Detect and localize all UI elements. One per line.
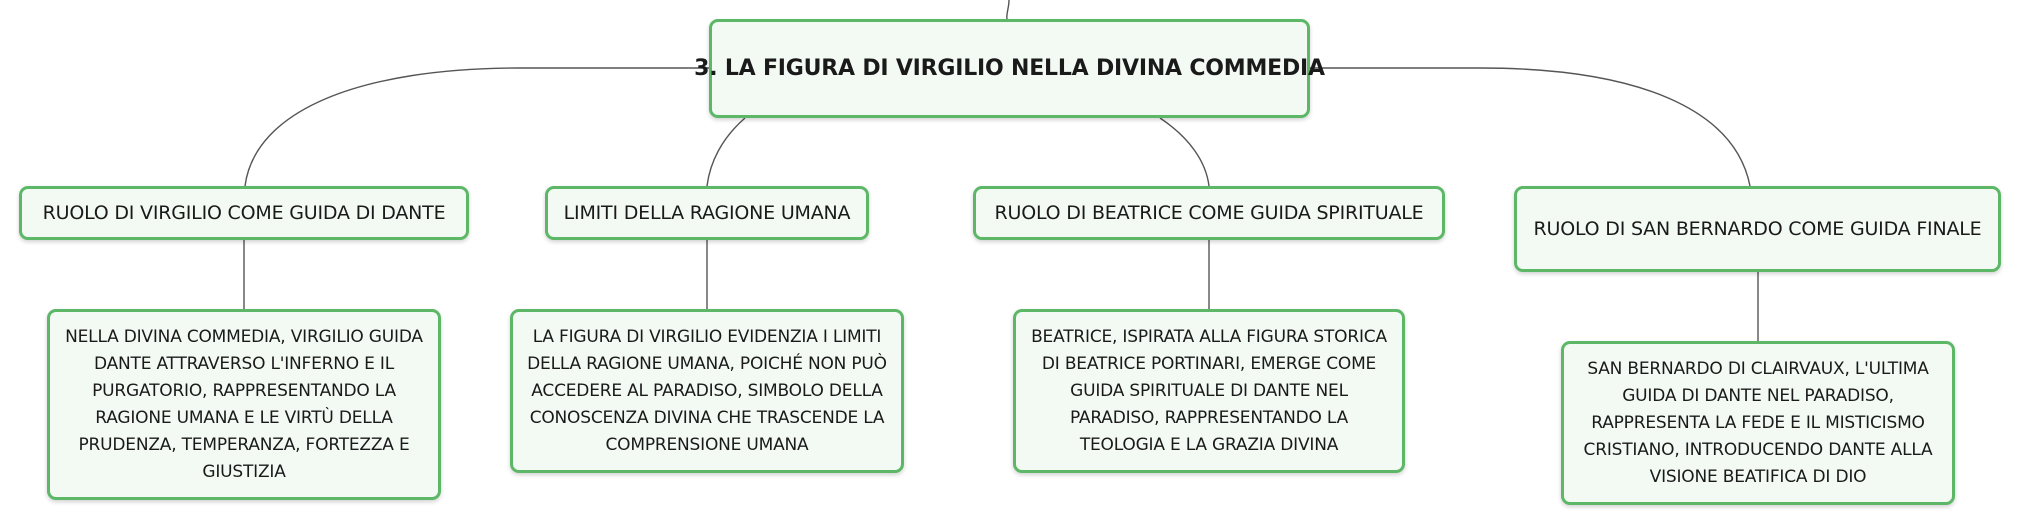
detail-text: BEATRICE, ISPIRATA ALLA FIGURA STORICA D… bbox=[1031, 326, 1387, 455]
topic-label: LIMITI DELLA RAGIONE UMANA bbox=[563, 202, 851, 224]
detail-node-limiti-ragione[interactable]: LA FIGURA DI VIRGILIO EVIDENZIA I LIMITI… bbox=[510, 309, 904, 473]
topic-label: RUOLO DI VIRGILIO COME GUIDA DI DANTE bbox=[42, 202, 446, 224]
connector-root-topic-3 bbox=[1159, 117, 1210, 187]
connector-root-topic-4 bbox=[1310, 67, 1751, 187]
topic-node-limiti-ragione[interactable]: LIMITI DELLA RAGIONE UMANA bbox=[545, 186, 869, 240]
connector-root-parent bbox=[1006, 0, 1010, 20]
topic-node-virgilio-guida[interactable]: RUOLO DI VIRGILIO COME GUIDA DI DANTE bbox=[19, 186, 469, 240]
central-topic-node[interactable]: 3. LA FIGURA DI VIRGILIO NELLA DIVINA CO… bbox=[694, 19, 1325, 118]
topic-node-san-bernardo-guida[interactable]: RUOLO DI SAN BERNARDO COME GUIDA FINALE bbox=[1514, 186, 2001, 272]
topic-label: RUOLO DI SAN BERNARDO COME GUIDA FINALE bbox=[1533, 218, 1982, 240]
connector-root-topic-2 bbox=[706, 117, 746, 187]
detail-node-san-bernardo-guida[interactable]: SAN BERNARDO DI CLAIRVAUX, L'ULTIMA GUID… bbox=[1561, 341, 1955, 505]
topic-node-beatrice-guida[interactable]: RUOLO DI BEATRICE COME GUIDA SPIRITUALE bbox=[973, 186, 1445, 240]
detail-text: NELLA DIVINA COMMEDIA, VIRGILIO GUIDA DA… bbox=[65, 326, 423, 482]
connector-root-topic-1 bbox=[244, 67, 709, 187]
detail-text: SAN BERNARDO DI CLAIRVAUX, L'ULTIMA GUID… bbox=[1583, 358, 1933, 487]
topic-label: RUOLO DI BEATRICE COME GUIDA SPIRITUALE bbox=[994, 202, 1424, 224]
detail-text: LA FIGURA DI VIRGILIO EVIDENZIA I LIMITI… bbox=[527, 326, 887, 455]
detail-node-virgilio-guida[interactable]: NELLA DIVINA COMMEDIA, VIRGILIO GUIDA DA… bbox=[47, 309, 441, 500]
central-topic-label: 3. LA FIGURA DI VIRGILIO NELLA DIVINA CO… bbox=[694, 56, 1325, 81]
detail-node-beatrice-guida[interactable]: BEATRICE, ISPIRATA ALLA FIGURA STORICA D… bbox=[1013, 309, 1405, 473]
